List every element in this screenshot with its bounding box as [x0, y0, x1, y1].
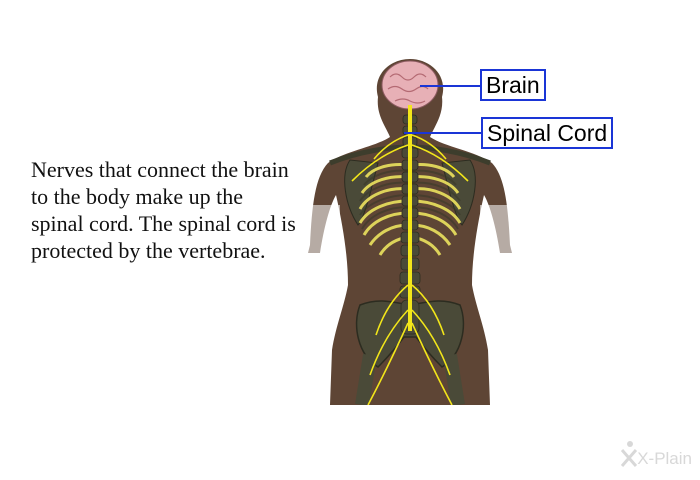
spinal-cord-leader-line	[404, 132, 482, 134]
spinal-nerves	[351, 134, 469, 405]
x-plain-watermark: X-Plain	[612, 440, 692, 472]
brain-label: Brain	[480, 69, 546, 101]
right-femur	[443, 353, 465, 405]
spinal-cord-label: Spinal Cord	[481, 117, 614, 149]
watermark-text: X-Plain	[637, 449, 692, 468]
brain-leader-line	[420, 85, 481, 87]
spine-anatomy-illustration	[300, 59, 520, 405]
vertebral-column	[399, 114, 421, 335]
rib-shadows	[359, 169, 461, 230]
left-femur	[355, 353, 377, 405]
right-arm-fade	[480, 205, 520, 260]
caption-text: Nerves that connect the brain to the bod…	[31, 157, 296, 263]
x-plain-logo-icon	[620, 441, 638, 467]
left-arm-fade	[300, 205, 340, 260]
